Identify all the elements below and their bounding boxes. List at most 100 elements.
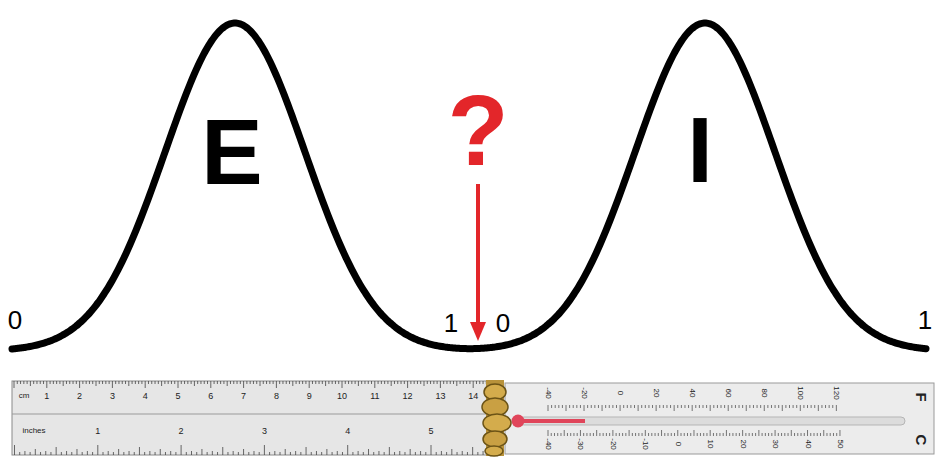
- bell-curve: [12, 23, 926, 349]
- inch-tick: [462, 451, 463, 455]
- fahrenheit-tick: [724, 405, 725, 408]
- cm-tick: [207, 381, 208, 384]
- fahrenheit-tick: [735, 405, 736, 408]
- cm-tick: [460, 381, 461, 384]
- celsius-tick: [817, 433, 818, 436]
- inch-tick: [108, 451, 109, 455]
- fahrenheit-tick: [811, 405, 812, 408]
- cm-tick: [394, 381, 395, 384]
- cm-tick: [112, 381, 113, 388]
- inch-tick: [82, 452, 83, 455]
- inch-tick: [337, 451, 338, 455]
- cm-tick: [63, 381, 64, 386]
- cm-tick: [200, 381, 201, 384]
- celsius-tick: [658, 433, 659, 436]
- fahrenheit-tick: [728, 405, 729, 411]
- cm-tick: [194, 381, 195, 386]
- cm-tick: [33, 381, 34, 384]
- inch-tick: [217, 452, 218, 455]
- celsius-tick: [706, 433, 707, 436]
- inch-tick: [363, 452, 364, 455]
- cm-tick: [135, 381, 136, 384]
- inch-tick: [321, 452, 322, 455]
- inch-tick: [222, 447, 223, 455]
- celsius-tick: [648, 433, 649, 436]
- fahrenheit-tick: [702, 405, 703, 408]
- fahrenheit-tick: [638, 405, 639, 411]
- inch-tick: [113, 452, 114, 455]
- cm-tick: [332, 381, 333, 384]
- ruler-number: 4: [143, 392, 148, 401]
- cm-tick: [469, 381, 470, 384]
- cm-tick: [174, 381, 175, 384]
- scale-number: 60: [724, 389, 732, 398]
- inch-tick: [134, 452, 135, 455]
- scale-number: 40: [804, 440, 812, 449]
- celsius-tick: [690, 433, 691, 436]
- celsius-tick: [820, 433, 821, 436]
- inch-tick: [451, 449, 452, 455]
- celsius-tick: [791, 430, 792, 436]
- inch-tick: [71, 452, 72, 455]
- cm-tick: [417, 381, 418, 384]
- inch-tick: [45, 451, 46, 455]
- fahrenheit-tick: [785, 405, 786, 408]
- inch-tick: [233, 451, 234, 455]
- celsius-tick: [590, 433, 591, 436]
- fahrenheit-tick: [710, 405, 711, 411]
- cm-tick: [125, 381, 126, 384]
- inch-tick: [415, 452, 416, 455]
- cm-tick: [14, 381, 15, 388]
- fahrenheit-tick: [656, 405, 657, 411]
- cm-tick: [59, 381, 60, 384]
- cm-tick: [105, 381, 106, 384]
- cm-tick: [355, 381, 356, 384]
- fahrenheit-tick: [760, 405, 761, 408]
- fahrenheit-tick: [821, 405, 822, 408]
- inch-tick: [467, 452, 468, 455]
- fahrenheit-tick: [663, 405, 664, 408]
- celsius-tick: [719, 433, 720, 436]
- ruler-number: 6: [208, 392, 213, 401]
- celsius-tick: [788, 433, 789, 436]
- inch-tick: [352, 452, 353, 455]
- fahrenheit-tick: [580, 405, 581, 408]
- cm-tick: [463, 381, 464, 384]
- ruler-number: 7: [241, 392, 246, 401]
- inch-tick: [410, 449, 411, 455]
- cm-tick: [289, 381, 290, 384]
- cm-tick: [217, 381, 218, 384]
- cm-tick: [250, 381, 251, 384]
- inch-tick: [404, 452, 405, 455]
- inch-tick: [175, 452, 176, 455]
- axis-number: 1: [444, 310, 458, 336]
- celsius-tick: [801, 433, 802, 436]
- celsius-tick: [836, 433, 837, 436]
- celsius-tick: [830, 433, 831, 436]
- thermometer: [505, 383, 934, 454]
- scale-unit: F: [914, 392, 929, 401]
- cm-tick: [348, 381, 349, 384]
- cm-tick: [361, 381, 362, 384]
- cm-tick: [187, 381, 188, 384]
- ruler-number: 10: [337, 392, 347, 401]
- inch-tick: [274, 451, 275, 455]
- inch-tick: [436, 452, 437, 455]
- fahrenheit-tick: [674, 405, 675, 411]
- axis-number: 1: [918, 307, 932, 333]
- cm-tick: [410, 381, 411, 384]
- fahrenheit-tick: [814, 405, 815, 408]
- inch-tick: [326, 449, 327, 455]
- cm-tick: [155, 381, 156, 384]
- inch-tick: [342, 452, 343, 455]
- cm-tick: [335, 381, 336, 384]
- cm-tick: [443, 381, 444, 384]
- inch-tick: [441, 451, 442, 455]
- inch-tick: [87, 451, 88, 455]
- inch-tick: [368, 449, 369, 455]
- cm-tick: [161, 381, 162, 386]
- fahrenheit-tick: [771, 405, 772, 408]
- cm-tick: [30, 381, 31, 386]
- cm-tick: [214, 381, 215, 384]
- cm-tick: [424, 381, 425, 386]
